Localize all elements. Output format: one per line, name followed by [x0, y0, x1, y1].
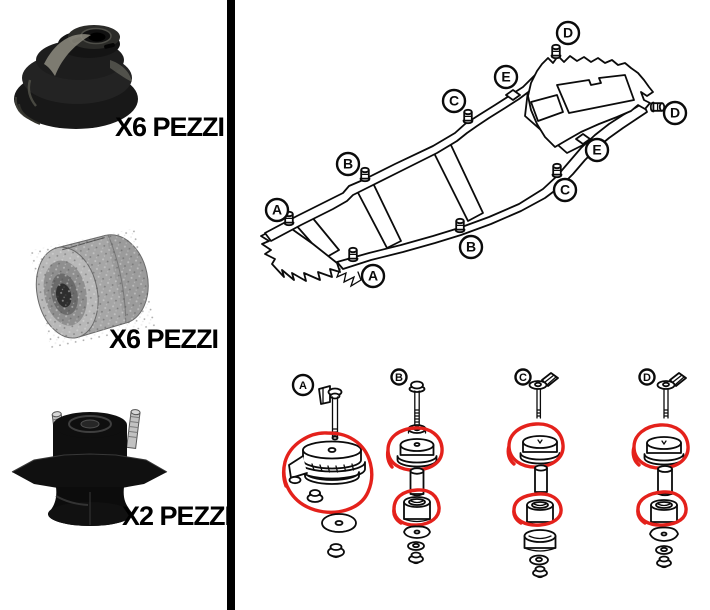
svg-text:A: A [272, 202, 282, 218]
highlight-circle-bottom [392, 488, 441, 527]
front-end-jagged-edge [260, 226, 341, 282]
assembly-C-exploded-view: C [506, 368, 565, 579]
svg-text:A: A [368, 268, 378, 284]
svg-text:B: B [466, 239, 476, 255]
assembly-A-exploded-view: A [281, 373, 374, 559]
scalloped-washer [403, 525, 431, 539]
callout-B-lower: B [458, 234, 484, 260]
mount-bolt-D-top [550, 43, 562, 60]
mount-bolt-C-top [462, 108, 474, 125]
mount-bolt-B-top [359, 166, 371, 183]
highlight-circle-bottom [636, 490, 688, 527]
vertical-divider [227, 0, 235, 610]
callout-C-upper: C [441, 88, 467, 114]
svg-text:C: C [449, 93, 459, 109]
bolt [408, 380, 426, 427]
mount-bolt-A-bottom [347, 246, 359, 263]
tiny-bolt [656, 555, 672, 569]
svg-text:B: B [395, 372, 403, 384]
chassis-frame-drawing: D E C D E B C A B A [260, 20, 688, 289]
part-photo-cone-rubber-bushing [14, 25, 138, 129]
lower-bushing [526, 499, 554, 526]
small-washer [655, 545, 673, 555]
small-washer [529, 554, 549, 566]
part-photo-flanged-stud-mount [11, 409, 168, 526]
callout-B-upper: B [335, 151, 361, 177]
svg-text:C: C [519, 372, 527, 384]
small-nut [306, 489, 324, 503]
rear-box-opening-large [556, 74, 635, 114]
svg-text:C: C [560, 182, 570, 198]
bottom-bolt [327, 543, 345, 559]
right-stud [126, 409, 141, 449]
upper-bushing [643, 436, 685, 466]
highlight-circle-bottom [512, 492, 563, 527]
assembly-B-label: B [390, 368, 408, 386]
upper-bushing [396, 438, 438, 468]
bolt-with-clip [528, 372, 559, 419]
quantity-label-3: X2 PEZZI [122, 501, 232, 531]
callout-D-top: D [555, 20, 581, 46]
bolt-shaft [331, 396, 339, 439]
svg-text:E: E [592, 142, 601, 158]
mount-bolt-D-right [649, 101, 666, 113]
assembly-D-exploded-view: D [631, 368, 690, 569]
bracket [318, 385, 331, 405]
small-washer [407, 541, 425, 551]
bolt-with-clip [656, 372, 687, 419]
svg-text:A: A [299, 380, 307, 392]
callout-D-right: D [662, 100, 688, 126]
mount-hole-E2 [575, 133, 591, 145]
callout-E-upper: E [493, 64, 519, 90]
svg-text:E: E [501, 69, 510, 85]
assembly-A-label: A [291, 373, 315, 397]
assembly-B-exploded-view: B [385, 368, 444, 565]
dome-washer [649, 526, 679, 542]
mount-hole-E1 [505, 89, 521, 101]
callout-C-lower: C [552, 177, 578, 203]
mount-bolt-C-bottom [551, 162, 563, 179]
washer-plate [321, 513, 357, 533]
quantity-label-2: X6 PEZZI [109, 324, 219, 354]
mount-bolt-B-bottom [454, 217, 466, 234]
svg-text:B: B [343, 156, 353, 172]
spacer-shaft [534, 464, 548, 495]
cup-washer [523, 529, 557, 552]
lower-bushing [403, 496, 431, 523]
upper-bushing [519, 435, 561, 465]
assembly-D-label: D [638, 368, 656, 386]
lower-bushing [650, 499, 678, 526]
assembly-C-label: C [514, 368, 532, 386]
lower-frame-rail [336, 102, 648, 270]
tiny-bolt [408, 551, 424, 565]
rear-box-opening-small [530, 94, 564, 122]
callout-A-left: A [264, 197, 290, 223]
tiny-bolt [532, 565, 548, 579]
main-mount [288, 440, 366, 485]
crossmember-middle [432, 142, 484, 222]
callout-E-lower: E [584, 137, 610, 163]
part-photo-grey-cylinder-bushing [29, 228, 157, 349]
svg-text:D: D [563, 25, 573, 41]
svg-text:D: D [643, 372, 651, 384]
svg-text:D: D [670, 105, 680, 121]
highlight-circle [281, 431, 374, 514]
callout-A-lower: A [360, 263, 386, 289]
spacer-shaft [657, 465, 673, 497]
quantity-label-1: X6 PEZZI [115, 112, 225, 142]
front-lower-jag [335, 268, 362, 288]
